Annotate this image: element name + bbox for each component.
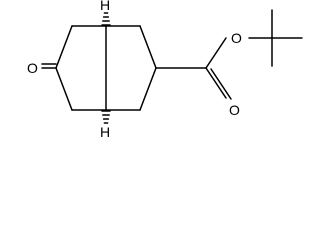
ester-ether-oxygen-label: O [231, 30, 242, 46]
structure-canvas: O O O H H [0, 0, 314, 140]
ester-carbonyl-oxygen-label: O [229, 102, 240, 118]
bond-ketone-carbon-to-ring-bottom-left [55, 67, 73, 111]
chemical-structure-diagram: O O O H H [0, 0, 314, 140]
bond-group [41, 9, 303, 111]
stereo-hash-bonds [101, 12, 111, 124]
bond-ring-top-left-to-ketone-carbon [55, 25, 73, 69]
ring-fusion-h-bottom-label: H [100, 124, 110, 140]
diagram-background [0, 0, 314, 140]
bond-ring-top-right-to-substituted-carbon [139, 25, 157, 69]
bond-ester-carbonyl-line-2 [210, 68, 232, 100]
ketone-oxygen-label: O [27, 60, 38, 76]
bond-ester-carbonyl-line-1 [205, 67, 227, 99]
bond-ester-carbon-to-ether-oxygen [205, 37, 227, 69]
ring-fusion-h-top-label: H [100, 0, 110, 13]
bond-substituted-carbon-to-ring-bottom-right [139, 67, 157, 111]
